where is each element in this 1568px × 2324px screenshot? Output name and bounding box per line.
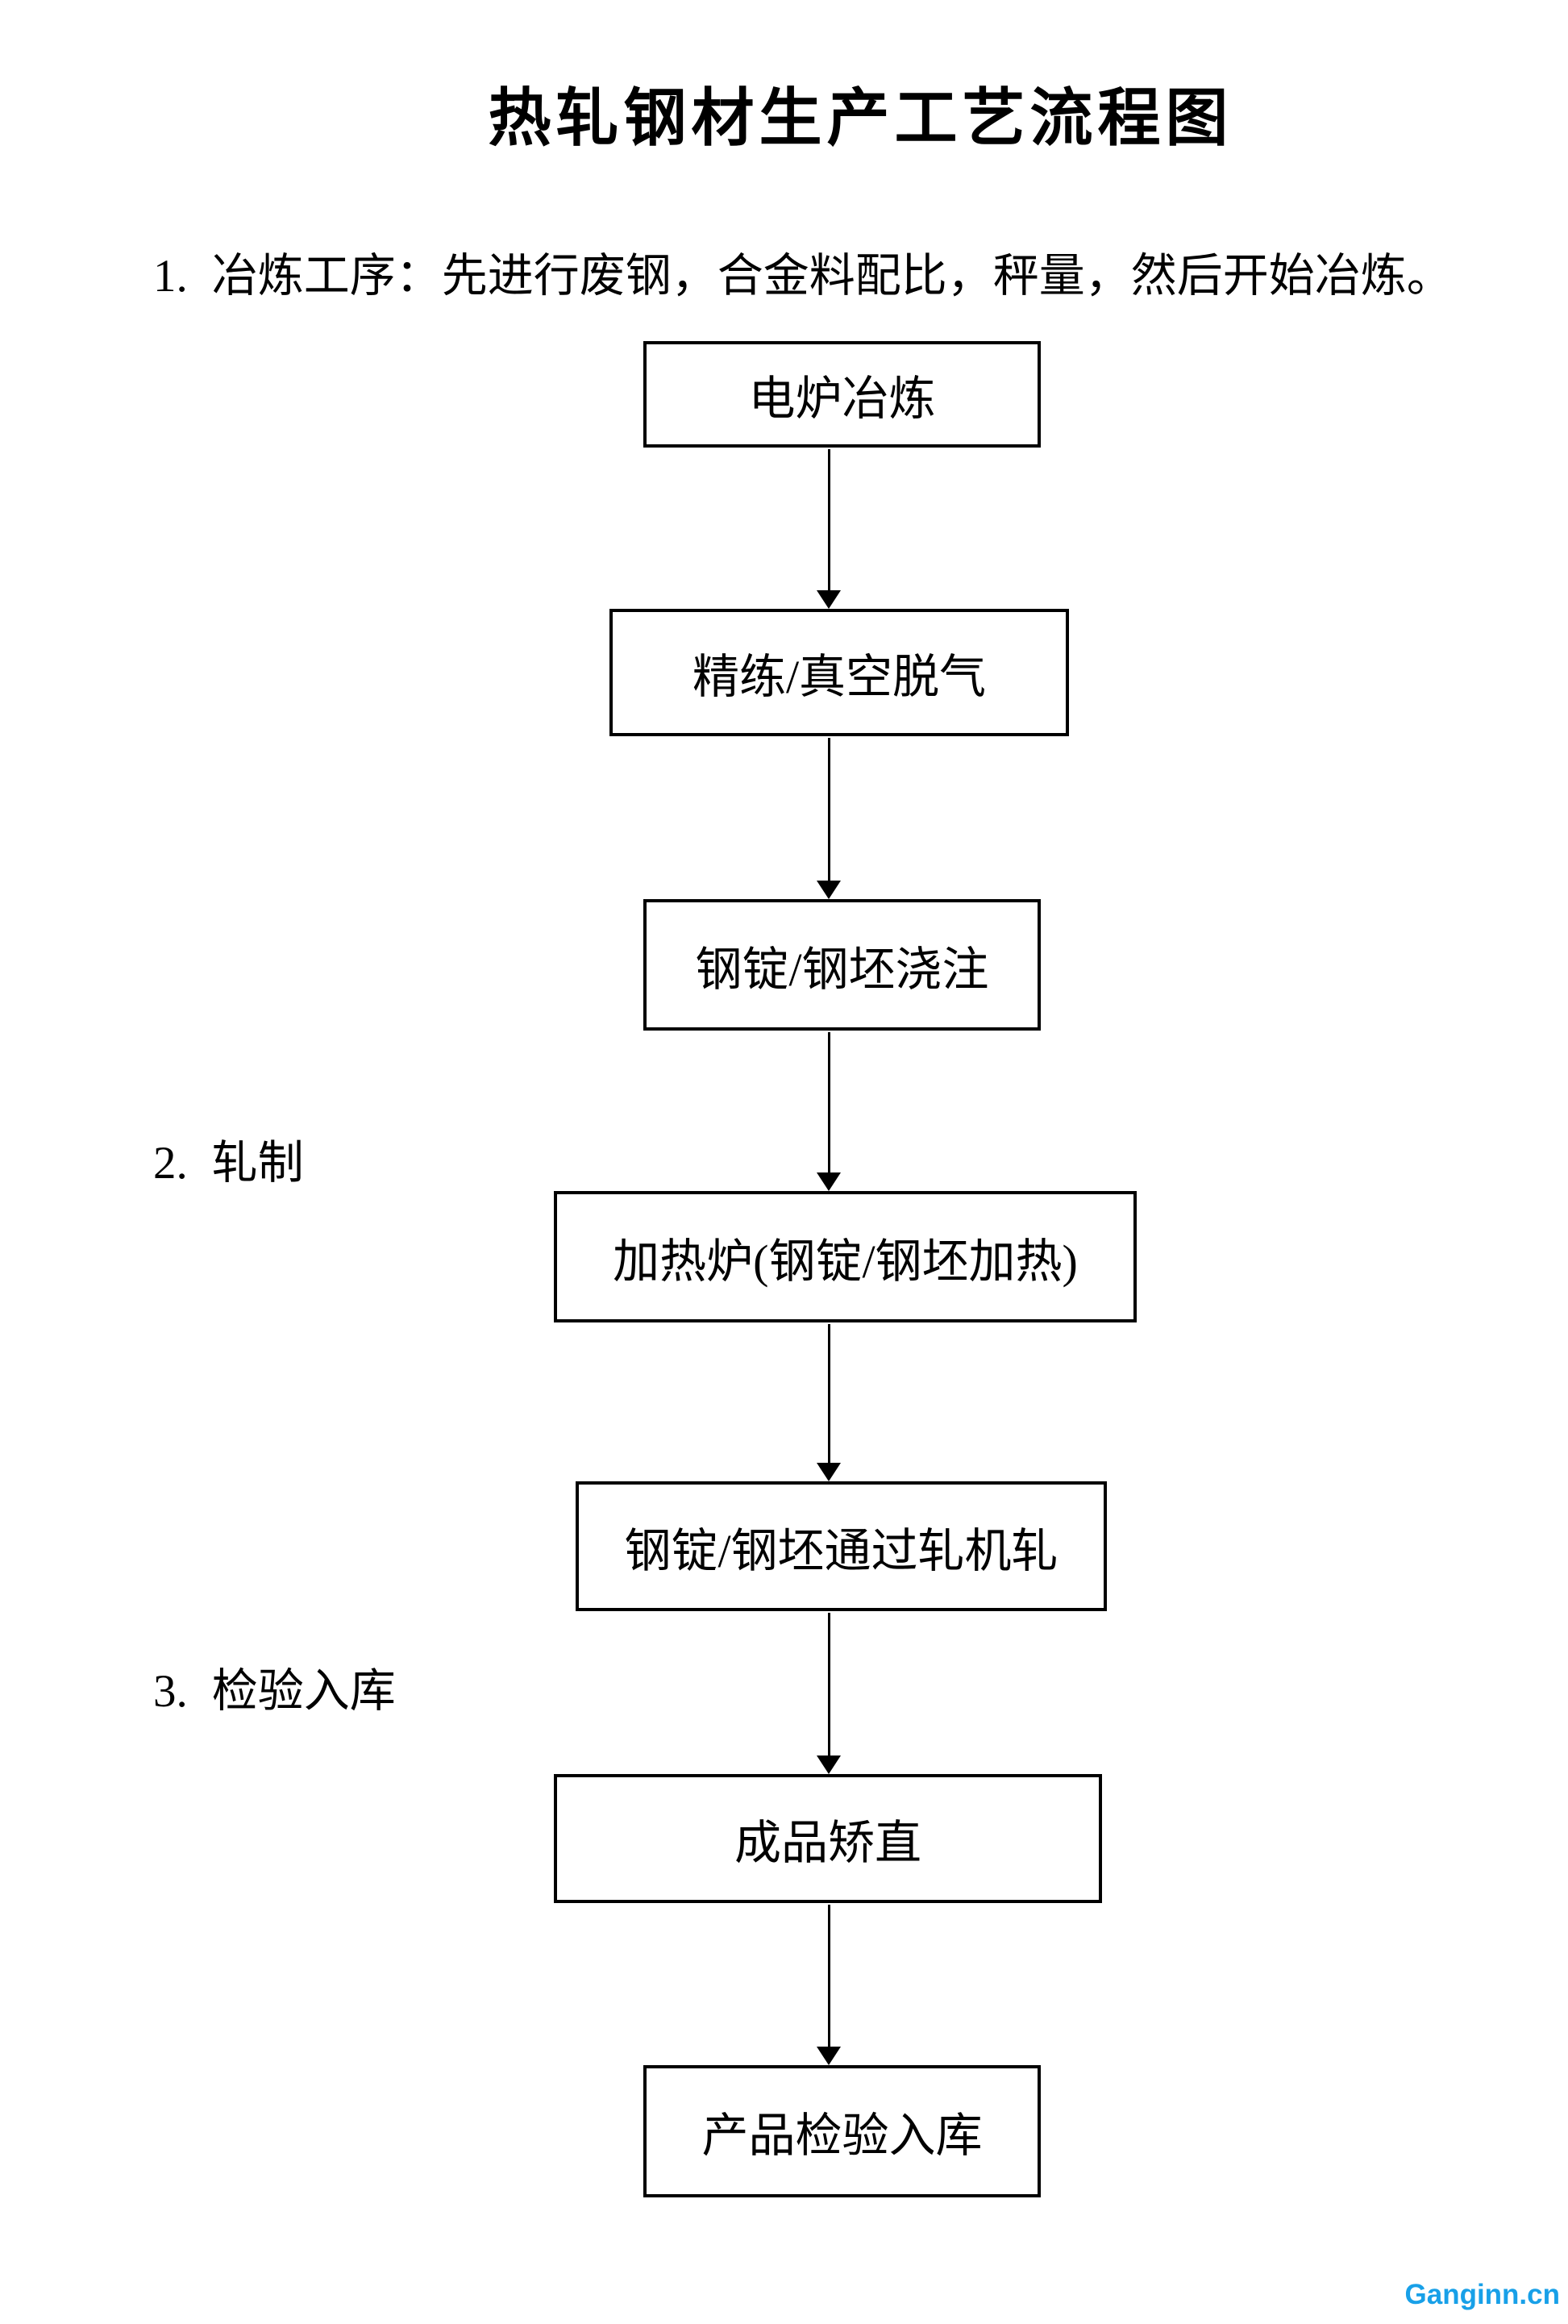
arrow-line [827,1324,830,1465]
page-title: 热轧钢材生产工艺流程图 [488,83,1233,153]
flow-step-electric-furnace-smelting: 电炉冶炼 [643,341,1041,448]
flow-arrow [817,1905,841,2065]
annotation-number: 2. [153,1138,188,1189]
flow-step-reheating-furnace: 加热炉(钢锭/钢坯加热) [554,1191,1137,1322]
arrow-line [827,449,830,593]
annotation-text: 冶炼工序：先进行废钢，合金料配比，秤量，然后开始冶炼。 [211,251,1453,302]
arrow-line [827,1032,830,1175]
annotation-text: 轧制 [211,1138,304,1189]
flow-step-refining-vacuum-degassing: 精练/真空脱气 [609,609,1069,736]
flow-step-label: 加热炉(钢锭/钢坯加热) [613,1235,1078,1288]
arrow-head-down-icon [817,590,841,609]
arrow-head-down-icon [817,2047,841,2065]
watermark-ganginn: Ganginn.cn [1404,2279,1561,2310]
flow-step-product-straightening: 成品矫直 [554,1774,1102,1903]
flow-step-rolling-mill: 钢锭/钢坯通过轧机轧 [576,1481,1107,1611]
annotation-inspection-step: 3. 检验入库 [153,1654,396,1720]
arrow-head-down-icon [817,1172,841,1191]
arrow-line [827,1613,830,1758]
annotation-number: 1. [153,251,188,302]
arrow-head-down-icon [817,1755,841,1774]
annotation-number: 3. [153,1666,188,1717]
flow-arrow [817,1032,841,1191]
flow-arrow [817,1613,841,1774]
flow-step-product-inspection-warehousing: 产品检验入库 [643,2065,1041,2197]
arrow-line [827,1905,830,2049]
flow-step-label: 电炉冶炼 [748,373,936,425]
flow-step-label: 钢锭/钢坯浇注 [695,943,989,996]
flow-step-label: 成品矫直 [734,1817,921,1869]
annotation-text: 检验入库 [211,1666,396,1717]
flow-arrow [817,449,841,609]
arrow-head-down-icon [817,1463,841,1481]
flow-step-label: 钢锭/钢坯通过轧机轧 [624,1524,1059,1577]
flow-step-label: 产品检验入库 [701,2110,983,2162]
annotation-rolling-step: 2. 轧制 [153,1126,304,1192]
flow-step-ingot-billet-casting: 钢锭/钢坯浇注 [643,899,1041,1031]
flow-arrow [817,1324,841,1481]
flow-step-label: 精练/真空脱气 [692,651,987,703]
flow-arrow [817,738,841,899]
arrow-head-down-icon [817,881,841,899]
annotation-smelting-step: 1. 冶炼工序：先进行废钢，合金料配比，秤量，然后开始冶炼。 [153,239,1453,305]
arrow-line [827,738,830,883]
